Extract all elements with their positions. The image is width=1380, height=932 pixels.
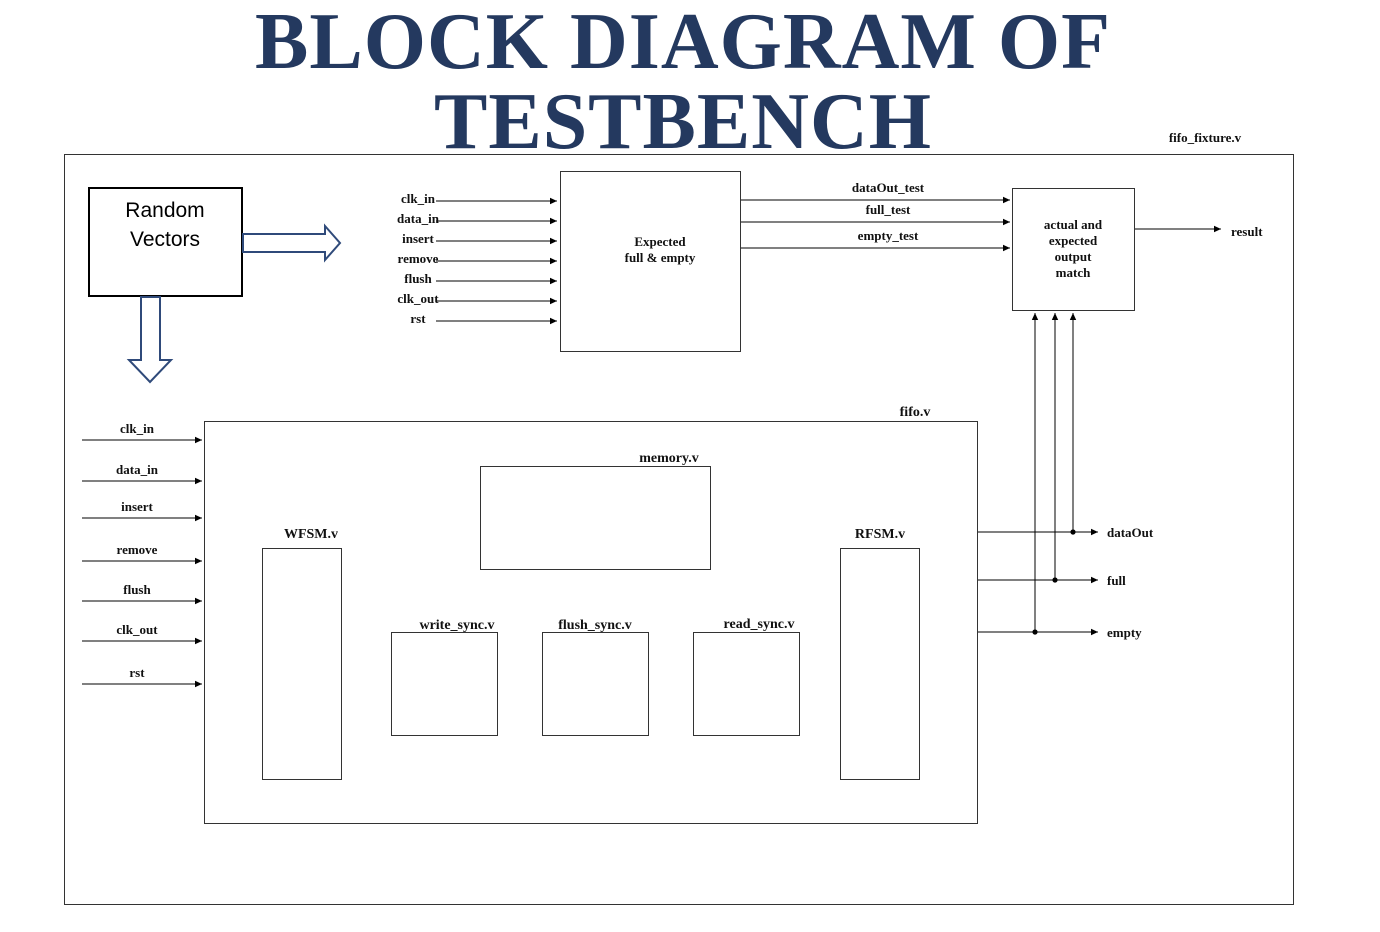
compare-line-1: actual and	[1044, 217, 1103, 232]
expected-input-data-in-label: data_in	[397, 211, 440, 226]
test-outputs: dataOut_test full_test empty_test	[741, 180, 1010, 252]
compare-line-2: expected	[1049, 233, 1098, 248]
fifo-outputs: dataOut full empty	[978, 313, 1154, 640]
compare-block	[1012, 188, 1135, 311]
write-sync-label: write_sync.v	[419, 618, 494, 633]
memory-box	[480, 466, 711, 570]
result-label: result	[1231, 224, 1263, 239]
wfsm-label: WFSM.v	[284, 527, 338, 542]
write-sync-box	[391, 632, 498, 736]
flush-sync-box	[542, 632, 649, 736]
test-output-empty-test-label: empty_test	[858, 228, 919, 243]
expected-input-clk-in-label: clk_in	[401, 191, 436, 206]
expected-input-clk-out-label: clk_out	[397, 291, 439, 306]
fifo-input-clk-in-label: clk_in	[120, 421, 155, 436]
expected-block-line1: Expected	[634, 234, 686, 249]
random-vectors-line1: Random	[125, 199, 204, 222]
compare-line-3: output	[1055, 249, 1093, 264]
fifo-input-insert-label: insert	[121, 499, 153, 514]
fifo-input-rst-label: rst	[129, 665, 145, 680]
big-arrow-down-icon	[126, 296, 174, 384]
fifo-input-data-in-label: data_in	[116, 462, 159, 477]
fixture-label: fifo_fixture.v	[1169, 130, 1242, 145]
fifo-input-remove-label: remove	[117, 542, 158, 557]
random-vectors-line2: Vectors	[130, 228, 200, 251]
test-output-full-test-label: full_test	[866, 202, 911, 217]
fifo-input-flush-label: flush	[123, 582, 151, 597]
expected-block	[560, 171, 741, 352]
expected-input-remove-label: remove	[398, 251, 439, 266]
test-output-dataout-test-label: dataOut_test	[852, 180, 925, 195]
read-sync-box	[693, 632, 800, 736]
expected-input-rst-label: rst	[410, 311, 426, 326]
fifo-output-full-label: full	[1107, 573, 1126, 588]
expected-input-insert-label: insert	[402, 231, 434, 246]
rfsm-box	[840, 548, 920, 780]
read-sync-label: read_sync.v	[724, 617, 795, 632]
fifo-output-dataout-label: dataOut	[1107, 525, 1154, 540]
page-title: BLOCK DIAGRAM OF TESTBENCH	[255, 0, 1111, 166]
fifo-label: fifo.v	[900, 405, 931, 420]
expected-block-line2: full & empty	[625, 250, 696, 265]
fifo-input-clk-out-label: clk_out	[116, 622, 158, 637]
fifo-output-empty-label: empty	[1107, 625, 1142, 640]
flush-sync-label: flush_sync.v	[558, 618, 632, 633]
expected-input-flush-label: flush	[404, 271, 432, 286]
big-arrow-right-icon	[242, 223, 342, 263]
wfsm-box	[262, 548, 342, 780]
memory-label: memory.v	[639, 451, 698, 466]
compare-line-4: match	[1056, 265, 1091, 280]
rfsm-label: RFSM.v	[855, 527, 905, 542]
